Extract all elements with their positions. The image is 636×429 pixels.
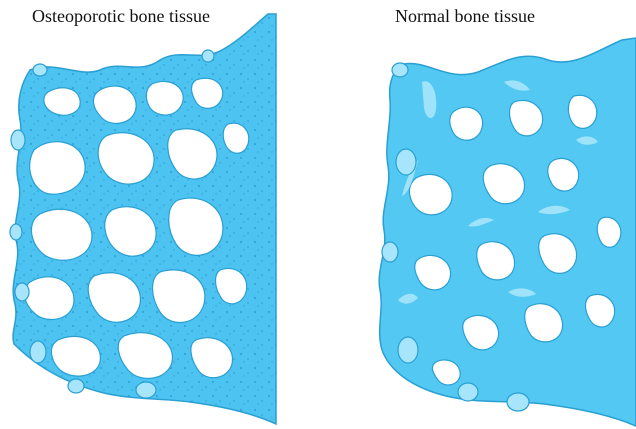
normal-bone-illustration (318, 0, 636, 429)
osteoporotic-bone-illustration (0, 0, 318, 429)
normal-bone-mass (379, 38, 636, 426)
osteoporotic-bone-mass (10, 14, 276, 424)
